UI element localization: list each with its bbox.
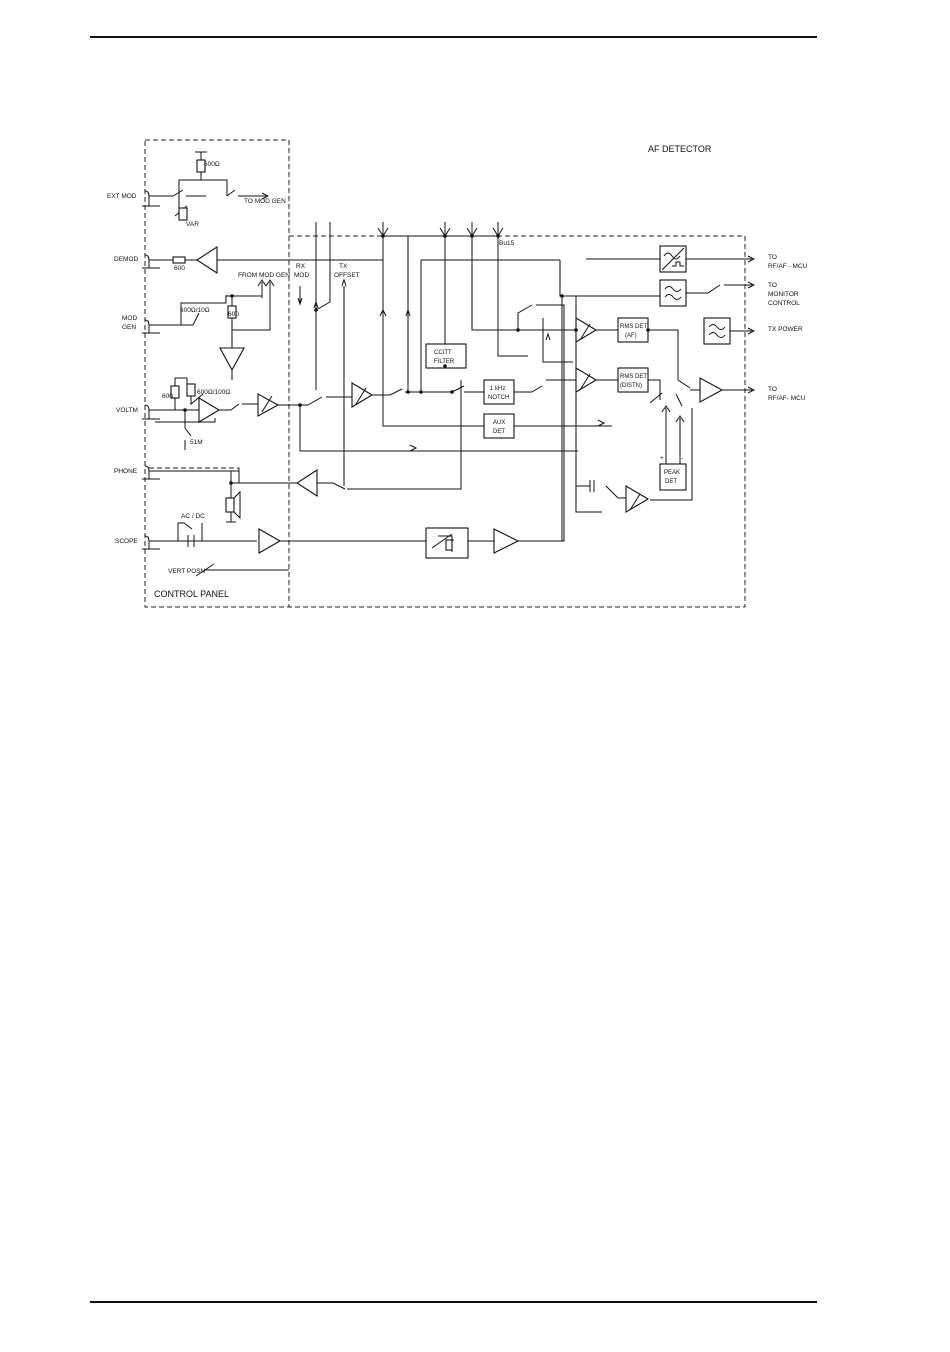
rx-mod-label-2: MOD [294, 272, 309, 279]
out-rf-af-mcu-2a: TO [768, 386, 777, 393]
out-monitor-c: CONTROL [768, 300, 800, 307]
plus-label: + [660, 455, 664, 462]
vert-posn-label: VERT POSN [168, 568, 206, 575]
ccitt-filter-block: CCITT FILTER [425, 343, 467, 369]
scope-path: AC / DC VERT POSN [168, 513, 426, 577]
sw-600-100-label: 600Ω/100Ω [197, 389, 230, 396]
svg-text:FILTER: FILTER [434, 359, 455, 365]
rms-det-dstn-block: RMS DET (DISTN) [617, 367, 649, 393]
svg-text:PEAK: PEAK [664, 470, 680, 476]
out-tx-power: TX POWER [768, 326, 803, 333]
af-amp-1 [575, 317, 618, 343]
voltm-label: VOLTM [116, 407, 138, 414]
demod-label: DEMOD [114, 256, 139, 263]
phone-label: PHONE [114, 468, 138, 475]
svg-text:(AF): (AF) [625, 333, 637, 339]
svg-text:DET: DET [493, 429, 505, 435]
svg-text:NOTCH: NOTCH [488, 395, 509, 401]
junction-dots [183, 234, 650, 485]
svg-text:(DISTN): (DISTN) [620, 383, 642, 389]
sw-600-10-label: 600Ω/10Ω [180, 307, 210, 314]
voltm-input-amp: 600 600Ω/100Ω 51M [155, 377, 280, 450]
out-rf-af-mcu-2b: RF/AF- MCU [768, 395, 806, 402]
svg-text:1 kHz: 1 kHz [490, 386, 505, 392]
filter-block-2 [648, 317, 752, 389]
bu15-label: Bu15 [499, 240, 515, 247]
svg-text:CCITT: CCITT [434, 350, 452, 356]
mod-gen-path: FROM MOD GEN 600Ω/10Ω 600 [180, 272, 290, 380]
r600-ohm-label: 600Ω [204, 161, 220, 168]
ac-dc-label: AC / DC [181, 513, 205, 520]
demod-path: 600 [172, 245, 383, 275]
notch-block: 1 kHz NOTCH [483, 379, 515, 405]
rms-det-af-block: RMS DET (AF) [617, 317, 649, 343]
peak-det-block: PEAK DET + - [618, 405, 693, 513]
adc-block [586, 245, 752, 273]
var-label: VAR [186, 221, 199, 228]
ext-mod-jack: EXT MOD [107, 190, 161, 207]
af-amp-2 [575, 367, 618, 393]
phone-output [225, 380, 462, 523]
scope-attenuator-block [425, 296, 563, 559]
output-amp [648, 377, 752, 407]
mod-gen-label-1: MOD [122, 315, 137, 322]
svg-text:DET: DET [665, 479, 677, 485]
ext-mod-attenuator: 600Ω VAR TO MOD GEN [161, 151, 286, 228]
r600b-label: 600 [228, 311, 239, 318]
svg-text:RMS DET: RMS DET [620, 374, 647, 380]
top-rule [90, 36, 817, 38]
demod-jack: DEMOD [114, 254, 173, 269]
scope-jack: SCOPE [115, 535, 257, 550]
mod-gen-jack: MOD GEN [122, 315, 181, 334]
arrowheads [313, 255, 756, 452]
ext-mod-label: EXT MOD [107, 193, 137, 200]
out-rf-af-mcu-1a: TO [768, 254, 777, 261]
from-mod-gen-label: FROM MOD GEN [238, 272, 290, 279]
r600c-label: 600 [162, 393, 173, 400]
af-detector-title: AF DETECTOR [648, 144, 712, 154]
out-monitor-a: TO [768, 282, 777, 289]
minus-label: - [681, 455, 683, 462]
tx-offset-label-2: OFFSET [334, 272, 360, 279]
af-detector-wiring [278, 222, 664, 542]
out-monitor-b: MONITOR [768, 291, 799, 298]
bottom-rule [90, 1301, 817, 1303]
out-rf-af-mcu-1b: RF/AF - MCU [768, 263, 808, 270]
scope-label: SCOPE [115, 538, 138, 545]
rx-mod-label-1: RX [296, 263, 306, 270]
r51m-label: 51M [190, 439, 203, 446]
voltm-jack: VOLTM [116, 404, 193, 420]
aux-det-block: AUX DET [483, 413, 515, 439]
control-panel-title: CONTROL PANEL [154, 589, 229, 599]
filter-block-1 [659, 279, 752, 307]
r600-label: 600 [174, 265, 185, 272]
tx-offset-label-1: TX [339, 263, 348, 270]
phone-jack: PHONE [114, 465, 240, 480]
mod-gen-label-2: GEN [122, 324, 136, 331]
svg-text:RMS DET: RMS DET [620, 324, 647, 330]
af-detector-boundary [289, 235, 746, 608]
to-mod-gen-label: TO MOD GEN [244, 198, 286, 205]
svg-text:AUX: AUX [493, 420, 505, 426]
